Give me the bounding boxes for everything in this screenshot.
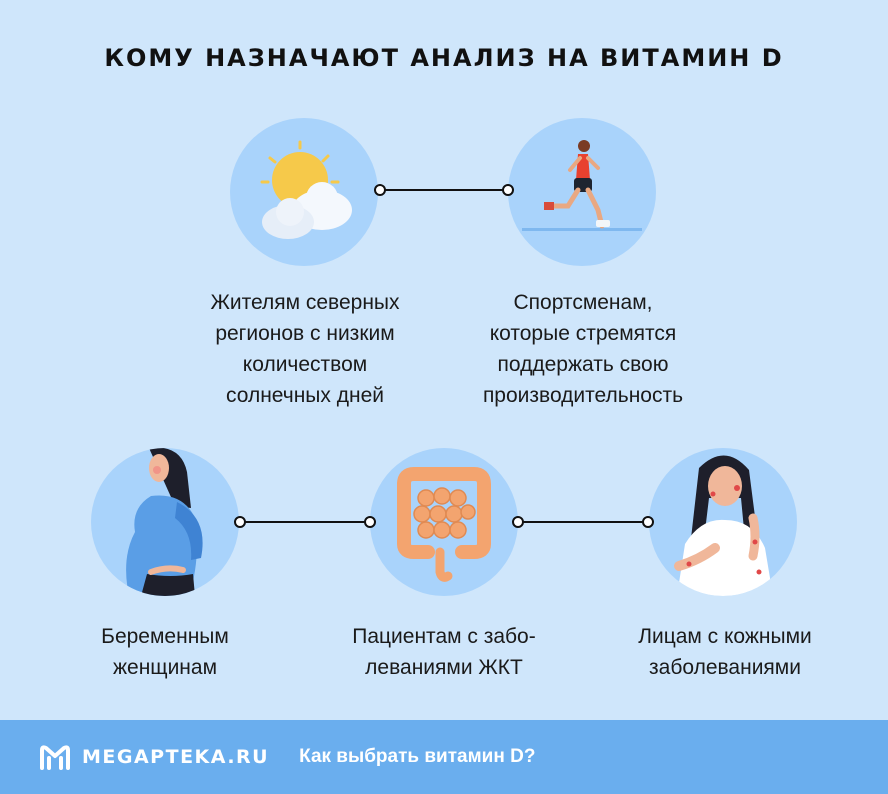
- woman-skin-rash-icon: [674, 455, 773, 596]
- page-title: КОМУ НАЗНАЧАЮТ АНАЛИЗ НА ВИТАМИН D: [104, 44, 784, 72]
- brand-name[interactable]: MEGAPTEKA.RU: [82, 746, 270, 768]
- group-caption-athletes: Спортсменам, которые стремятся поддержат…: [440, 287, 726, 411]
- runner-circle: [508, 118, 656, 266]
- connector-dot: [502, 184, 514, 196]
- caption-line: Беременным: [101, 625, 229, 648]
- connector-line: [512, 516, 654, 528]
- connector-dot: [642, 516, 654, 528]
- connector-line: [374, 184, 514, 196]
- caption-line: солнечных дней: [225, 384, 384, 407]
- pregnant-woman-circle: [91, 448, 239, 596]
- caption-line: производительность: [482, 384, 684, 407]
- caption-line: Пациентам с забо-: [352, 625, 536, 648]
- connector-line: [234, 516, 376, 528]
- connector-dot: [364, 516, 376, 528]
- woman-skin-circle: [649, 448, 797, 596]
- connector-dot: [374, 184, 386, 196]
- caption-line: регионов с низким: [215, 322, 395, 345]
- vitamin-d-guide-link[interactable]: Как выбрать витамин D?: [299, 746, 536, 767]
- intestines-circle: [370, 448, 518, 596]
- group-caption-pregnant: Беременным женщинам: [40, 621, 290, 683]
- megapteka-logo-icon: [40, 745, 70, 770]
- caption-line: заболеваниями: [649, 656, 801, 679]
- caption-line: Жителям северных: [210, 291, 400, 314]
- connector-dot: [512, 516, 524, 528]
- caption-line: Лицам с кожными: [638, 625, 812, 648]
- sun-cloud-icon: [260, 140, 352, 239]
- connector-dot: [234, 516, 246, 528]
- intestines-icon: [397, 467, 491, 582]
- sun-cloud-circle: [230, 118, 378, 266]
- footer-bar: MEGAPTEKA.RU Как выбрать витамин D?: [0, 720, 888, 794]
- caption-line: количеством: [242, 353, 368, 376]
- caption-line: женщинам: [112, 656, 218, 679]
- caption-line: Спортсменам,: [513, 291, 653, 314]
- caption-line: леваниями ЖКТ: [365, 656, 523, 679]
- group-caption-north: Жителям северных регионов с низким колич…: [165, 287, 445, 411]
- runner-icon: [522, 140, 642, 231]
- group-caption-gi: Пациентам с забо- леваниями ЖКТ: [314, 621, 574, 683]
- group-caption-skin: Лицам с кожными заболеваниями: [590, 621, 860, 683]
- pregnant-woman-icon: [126, 448, 203, 596]
- caption-line: которые стремятся: [489, 322, 677, 345]
- caption-line: поддержать свою: [497, 353, 669, 376]
